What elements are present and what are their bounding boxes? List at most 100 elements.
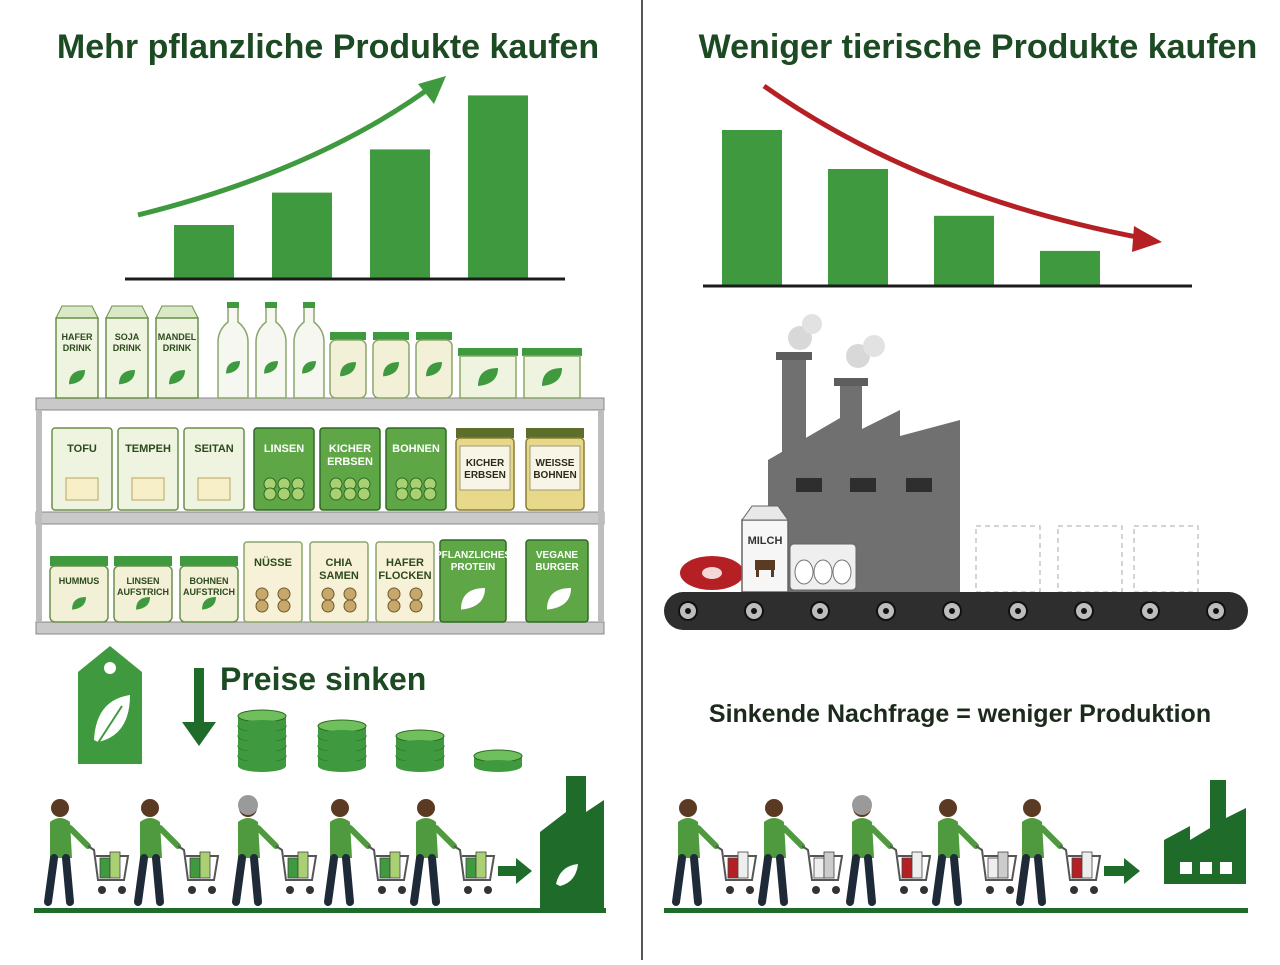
right-title: Weniger tierische Produkte kaufen (699, 28, 1258, 66)
left-bar-1 (174, 225, 234, 279)
coin-stacks (237, 709, 523, 772)
shopping-cart-icon (177, 845, 220, 894)
tub-product (458, 348, 518, 399)
conveyor-belt (664, 592, 1248, 630)
tub-product (522, 348, 582, 399)
right-panel: Weniger tierische Produkte kaufen (664, 28, 1257, 913)
shopping-cart-icon (1059, 845, 1102, 894)
left-panel: Mehr pflanzliche Produkte kaufen HAFER DR… (34, 28, 606, 913)
leaf-icon (383, 362, 399, 377)
product-label: SAMEN (319, 570, 359, 582)
leaf-icon (119, 370, 135, 385)
shelf-product: LINSEN (253, 427, 315, 511)
product-label: BOHNEN (189, 576, 228, 586)
shopper-icon (1016, 799, 1102, 906)
empty-slot (1057, 525, 1123, 593)
product-label: MANDEL (158, 332, 197, 342)
jar-product (372, 332, 410, 399)
product-label: SOJA (115, 332, 140, 342)
left-bars (174, 95, 528, 280)
product-label: LINSEN (264, 443, 304, 455)
leaf-icon (202, 597, 216, 610)
product-label: AUFSTRICH (117, 587, 169, 597)
shopping-cart-icon (975, 845, 1018, 894)
product-label: LINSEN (126, 576, 159, 586)
shopper-icon (232, 795, 318, 906)
down-arrow-icon (182, 722, 216, 746)
right-bars (722, 130, 1100, 286)
shelf-product: SEITAN (183, 427, 245, 511)
right-shoppers (672, 795, 1102, 906)
left-bar-4 (468, 95, 528, 280)
left-trend-arrowhead (418, 76, 446, 104)
coin-stack-2 (317, 719, 367, 772)
left-trend-arrow (137, 79, 440, 218)
coin-stack-3 (395, 729, 445, 772)
left-bar-chart (125, 76, 565, 281)
bottle-product (255, 302, 287, 399)
right-arrow-to-factory (1104, 858, 1140, 884)
shopper-icon (410, 799, 496, 906)
price-section: Preise sinken (78, 646, 523, 772)
product-label: BOHNEN (392, 443, 440, 455)
shopping-cart-icon (87, 845, 130, 894)
product-label: ERBSEN (464, 470, 506, 481)
left-bar-2 (272, 192, 332, 279)
right-bar-4 (1040, 250, 1100, 286)
coin-stack-4 (473, 749, 523, 772)
bottle-product (217, 302, 249, 399)
egg-carton-icon (789, 543, 857, 591)
down-arrow-shaft (194, 668, 204, 730)
product-label: HUMMUS (59, 576, 100, 586)
right-ground-line (664, 908, 1248, 913)
shelf-board-bottom (35, 621, 605, 635)
product-label: SEITAN (194, 443, 234, 455)
product-label: HAFER (386, 557, 424, 569)
left-arrow-to-factory (498, 858, 532, 884)
product-label: HAFER (62, 332, 93, 342)
leaf-icon (478, 368, 498, 386)
product-label: CHIA (326, 557, 353, 569)
shelf-side-left (36, 410, 42, 622)
left-shoppers (44, 795, 496, 906)
meat-icon (680, 556, 744, 590)
bottle-product (293, 302, 325, 399)
leaf-icon (461, 588, 485, 610)
product-label: KICHER (466, 458, 505, 469)
shelf-product: TEMPEH (117, 427, 179, 511)
leaf-icon (547, 588, 571, 610)
milk-label: MILCH (748, 535, 783, 547)
shopper-icon (846, 795, 932, 906)
shelf-product: BOHNEN (385, 427, 447, 511)
product-label: FLOCKEN (378, 570, 431, 582)
shopper-icon (324, 799, 410, 906)
product-label: NÜSSE (254, 556, 292, 569)
leaf-icon (340, 362, 356, 377)
left-bar-3 (370, 149, 430, 279)
right-bar-chart (703, 83, 1192, 288)
jar-product (329, 332, 367, 399)
price-text: Preise sinken (220, 661, 426, 697)
product-label: AUFSTRICH (183, 587, 235, 597)
shopping-cart-icon (453, 845, 496, 894)
product-label: BOHNEN (533, 470, 576, 481)
empty-slot (1133, 525, 1199, 593)
product-label: KICHER (329, 443, 371, 455)
left-title: Mehr pflanzliche Produkte kaufen (57, 28, 599, 66)
right-bar-1 (722, 130, 782, 286)
demand-text: Sinkende Nachfrage = weniger Produktion (709, 700, 1211, 728)
product-label: DRINK (113, 343, 142, 353)
left-ground-line (34, 908, 606, 913)
leaf-icon (69, 370, 85, 385)
